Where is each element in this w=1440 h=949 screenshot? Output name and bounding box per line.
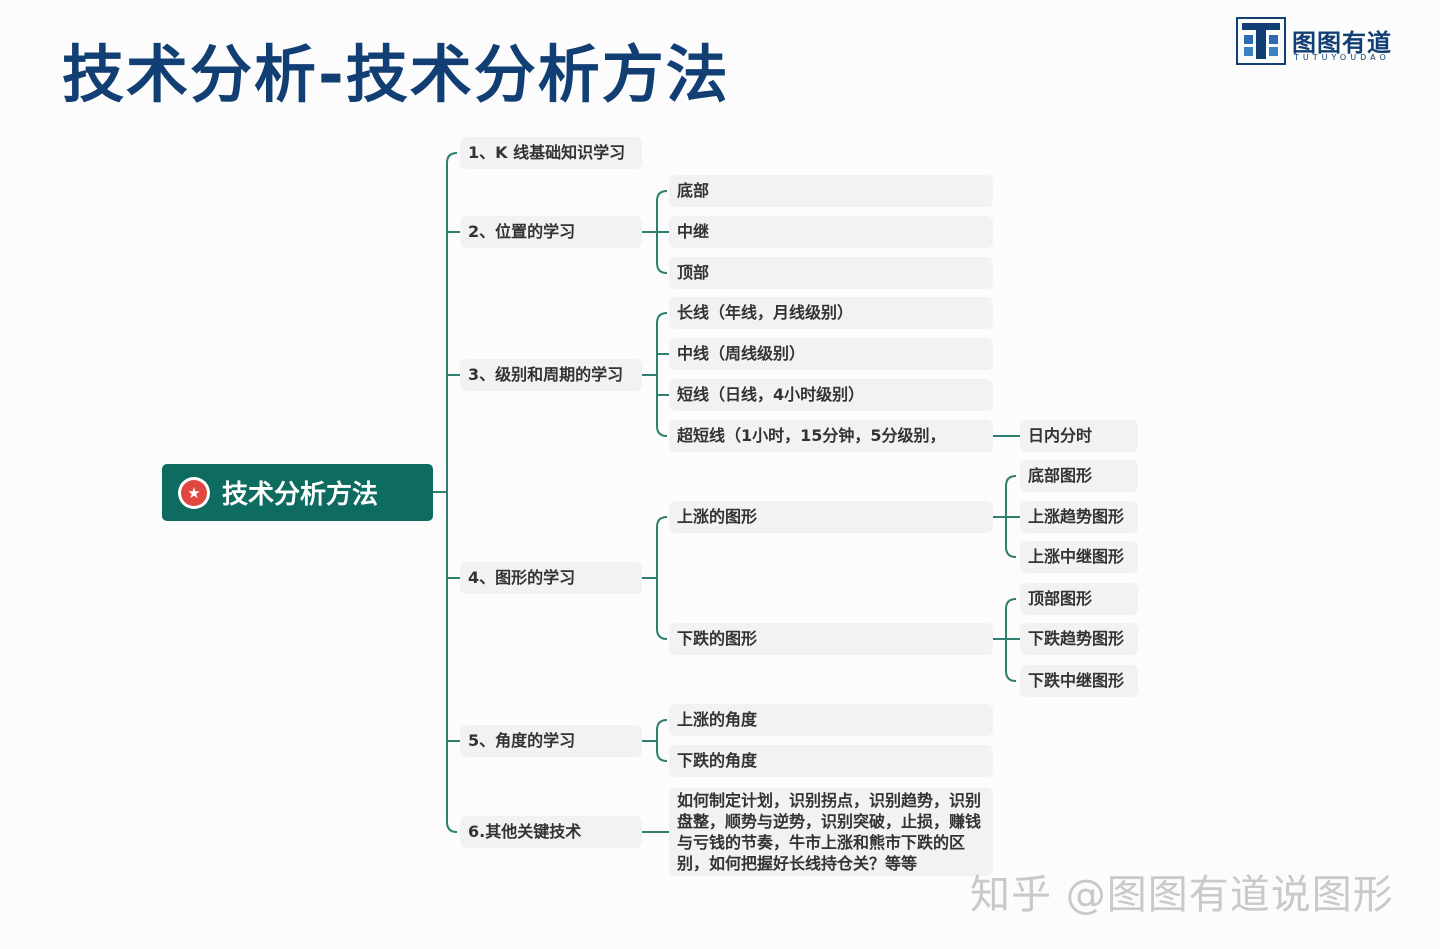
leaf-node[interactable]: 上涨中继图形 <box>1020 541 1138 573</box>
leaf-node[interactable]: 顶部图形 <box>1020 583 1138 615</box>
branch-node[interactable]: 4、图形的学习 <box>460 562 642 594</box>
root-label: 技术分析方法 <box>222 480 379 510</box>
sub-node[interactable]: 上涨的图形 <box>669 501 993 533</box>
sub-node[interactable]: 长线（年线，月线级别） <box>669 297 993 329</box>
leaf-node[interactable]: 上涨趋势图形 <box>1020 501 1138 533</box>
sub-node[interactable]: 底部 <box>669 175 993 207</box>
page-title: 技术分析-技术分析方法 <box>62 38 730 111</box>
sub-node[interactable]: 上涨的角度 <box>669 704 993 736</box>
sub-node[interactable]: 顶部 <box>669 257 993 289</box>
sub-node[interactable]: 下跌的角度 <box>669 745 993 777</box>
branch-node[interactable]: 2、位置的学习 <box>460 216 642 248</box>
leaf-node[interactable]: 底部图形 <box>1020 460 1138 492</box>
branch-node[interactable]: 3、级别和周期的学习 <box>460 359 642 391</box>
brand-logo: 图图有道 TUTUYOUDAO <box>1236 17 1401 67</box>
leaf-node[interactable]: 下跌中继图形 <box>1020 665 1138 697</box>
star-icon: ★ <box>181 479 207 506</box>
branch-node[interactable]: 1、K 线基础知识学习 <box>460 137 642 169</box>
logo-subtext: TUTUYOUDAO <box>1294 53 1390 62</box>
sub-node-text-block[interactable]: 如何制定计划，识别拐点，识别趋势，识别盘整，顺势与逆势，识别突破，止损，赚钱与亏… <box>669 788 993 876</box>
sub-node[interactable]: 短线（日线，4小时级别） <box>669 379 993 411</box>
sub-node[interactable]: 下跌的图形 <box>669 623 993 655</box>
mindmap-root-node[interactable]: ★ 技术分析方法 <box>162 464 433 521</box>
leaf-node[interactable]: 日内分时 <box>1020 420 1138 452</box>
leaf-node[interactable]: 下跌趋势图形 <box>1020 623 1138 655</box>
sub-node[interactable]: 中继 <box>669 216 993 248</box>
logo-mark-icon <box>1236 17 1286 65</box>
sub-node[interactable]: 超短线（1小时，15分钟，5分级别， <box>669 420 993 452</box>
sub-node[interactable]: 中线（周线级别） <box>669 338 993 370</box>
logo-text: 图图有道 <box>1292 29 1392 57</box>
watermark: 知乎 @图图有道说图形 <box>970 872 1394 918</box>
star-badge: ★ <box>178 476 210 509</box>
branch-node[interactable]: 5、角度的学习 <box>460 725 642 757</box>
branch-node[interactable]: 6.其他关键技术 <box>460 816 642 848</box>
